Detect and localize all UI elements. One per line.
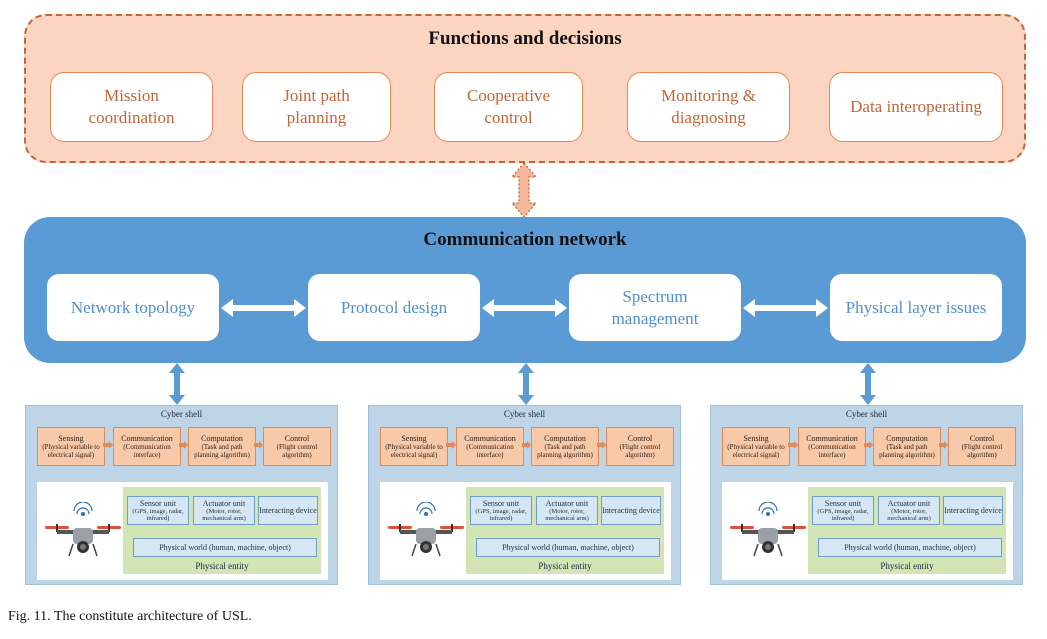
actuator-unit: Actuator unit(Motor, rotor, mechanical a…: [536, 496, 598, 525]
physical-world: Physical world (human, machine, object): [133, 538, 317, 557]
shell-arrow-1: [169, 363, 185, 405]
shell-arrow-2: [518, 363, 534, 405]
physical-world: Physical world (human, machine, object): [818, 538, 1002, 557]
stage-arrow: [179, 441, 188, 449]
cyber-shell-1: Cyber shell Sensing(Physical variable to…: [25, 405, 338, 585]
stage-arrow: [522, 441, 531, 449]
stage-communication: Communication(Communication interface): [798, 427, 866, 466]
physical-entity-area: Sensor unit(GPS, image, radar, infrared)…: [466, 487, 664, 574]
stage-arrow: [939, 441, 948, 449]
interacting-device: Interacting device: [943, 496, 1003, 525]
physical-entity-area: Sensor unit(GPS, image, radar, infrared)…: [808, 487, 1006, 574]
functions-title: Functions and decisions: [428, 28, 622, 49]
interacting-device: Interacting device: [258, 496, 318, 525]
cyber-shell-3: Cyber shell Sensing(Physical variable to…: [710, 405, 1023, 585]
stage-control: Control(Flight control algorithm): [606, 427, 674, 466]
function-mission-coordination: Mission coordination: [50, 72, 213, 142]
stage-control: Control(Flight control algorithm): [948, 427, 1016, 466]
stage-arrow: [864, 441, 873, 449]
comm-network-topology: Network topology: [47, 274, 219, 341]
physical-entity-area: Sensor unit(GPS, image, radar, infrared)…: [123, 487, 321, 574]
figure-caption: Fig. 11. The constitute architecture of …: [8, 609, 252, 624]
physical-entity-panel: Sensor unit(GPS, image, radar, infrared)…: [37, 482, 328, 580]
comm-protocol-design: Protocol design: [308, 274, 480, 341]
drone-icon: [388, 502, 464, 557]
physical-entity-label: Physical entity: [538, 561, 592, 571]
stage-sensing: Sensing(Physical variable to electrical …: [380, 427, 448, 466]
stage-communication: Communication(Communication interface): [113, 427, 181, 466]
stage-computation: Computation(Task and path planning algor…: [873, 427, 941, 466]
communication-title: Communication network: [423, 229, 627, 250]
interacting-device: Interacting device: [601, 496, 661, 525]
shell-arrow-3: [860, 363, 876, 405]
comm-spectrum-management: Spectrum management: [569, 274, 741, 341]
drone-icon: [730, 502, 806, 557]
function-joint-path-planning: Joint path planning: [242, 72, 391, 142]
physical-entity-label: Physical entity: [880, 561, 934, 571]
comm-physical-layer-issues: Physical layer issues: [830, 274, 1002, 341]
drone-icon: [45, 502, 121, 557]
comm-arrow-2: [482, 299, 567, 317]
function-monitoring-diagnosing: Monitoring & diagnosing: [627, 72, 790, 142]
stage-sensing: Sensing(Physical variable to electrical …: [722, 427, 790, 466]
stage-sensing: Sensing(Physical variable to electrical …: [37, 427, 105, 466]
stage-arrow: [254, 441, 263, 449]
stage-arrow: [597, 441, 606, 449]
sensor-unit: Sensor unit(GPS, image, radar, infrared): [812, 496, 874, 525]
stage-computation: Computation(Task and path planning algor…: [531, 427, 599, 466]
stage-arrow: [788, 441, 798, 449]
cyber-shell-title: Cyber shell: [845, 409, 888, 419]
stage-control: Control(Flight control algorithm): [263, 427, 331, 466]
function-cooperative-control: Cooperative control: [434, 72, 583, 142]
cyber-shell-title: Cyber shell: [503, 409, 546, 419]
stage-communication: Communication(Communication interface): [456, 427, 524, 466]
cyber-shell-2: Cyber shell Sensing(Physical variable to…: [368, 405, 681, 585]
physical-entity-panel: Sensor unit(GPS, image, radar, infrared)…: [380, 482, 671, 580]
cyber-shell-title: Cyber shell: [160, 409, 203, 419]
physical-entity-label: Physical entity: [195, 561, 249, 571]
sensor-unit: Sensor unit(GPS, image, radar, infrared): [470, 496, 532, 525]
physical-entity-panel: Sensor unit(GPS, image, radar, infrared)…: [722, 482, 1013, 580]
function-data-interoperating: Data interoperating: [829, 72, 1003, 142]
actuator-unit: Actuator unit(Motor, rotor, mechanical a…: [193, 496, 255, 525]
functions-communication-arrow: [510, 162, 538, 218]
stage-computation: Computation(Task and path planning algor…: [188, 427, 256, 466]
actuator-unit: Actuator unit(Motor, rotor, mechanical a…: [878, 496, 940, 525]
stage-arrow: [103, 441, 113, 449]
stage-arrow: [446, 441, 456, 449]
comm-arrow-1: [221, 299, 306, 317]
comm-arrow-3: [743, 299, 828, 317]
sensor-unit: Sensor unit(GPS, image, radar, infrared): [127, 496, 189, 525]
physical-world: Physical world (human, machine, object): [476, 538, 660, 557]
